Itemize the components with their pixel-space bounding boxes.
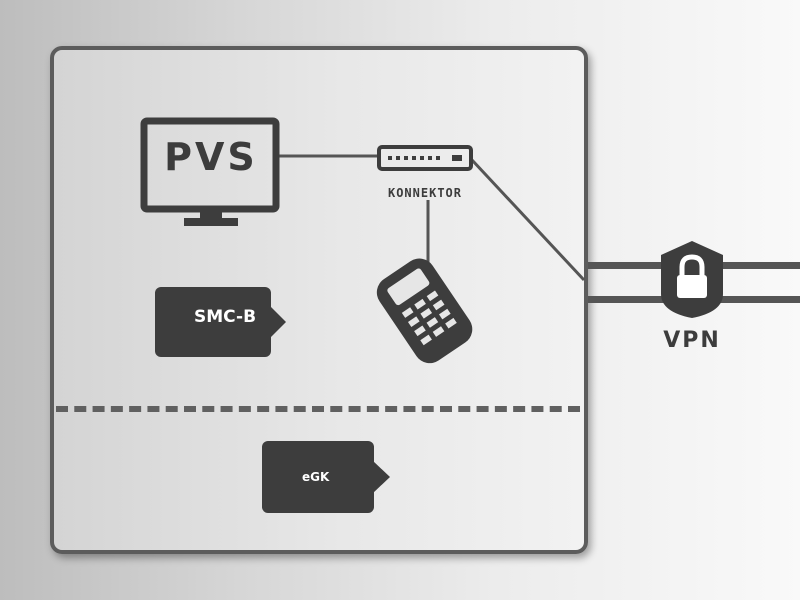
- shield-lock-icon: [661, 241, 723, 318]
- smcb-card: [155, 287, 271, 357]
- smcb-pointer: [270, 306, 286, 338]
- egk-pointer: [372, 460, 390, 494]
- konnektor-label: KONNEKTOR: [387, 186, 463, 200]
- router-icon: [377, 145, 473, 171]
- edge-konnektor-vpn: [470, 158, 586, 282]
- smcb-label: SMC-B: [194, 307, 257, 327]
- vpn-label: VPN: [663, 328, 721, 353]
- monitor-icon: [140, 117, 280, 226]
- egk-card: [262, 441, 374, 513]
- dashed-divider: [56, 406, 580, 412]
- egk-label: eGK: [302, 470, 330, 484]
- pvs-label: PVS: [164, 135, 258, 179]
- card-terminal-icon: [376, 258, 473, 364]
